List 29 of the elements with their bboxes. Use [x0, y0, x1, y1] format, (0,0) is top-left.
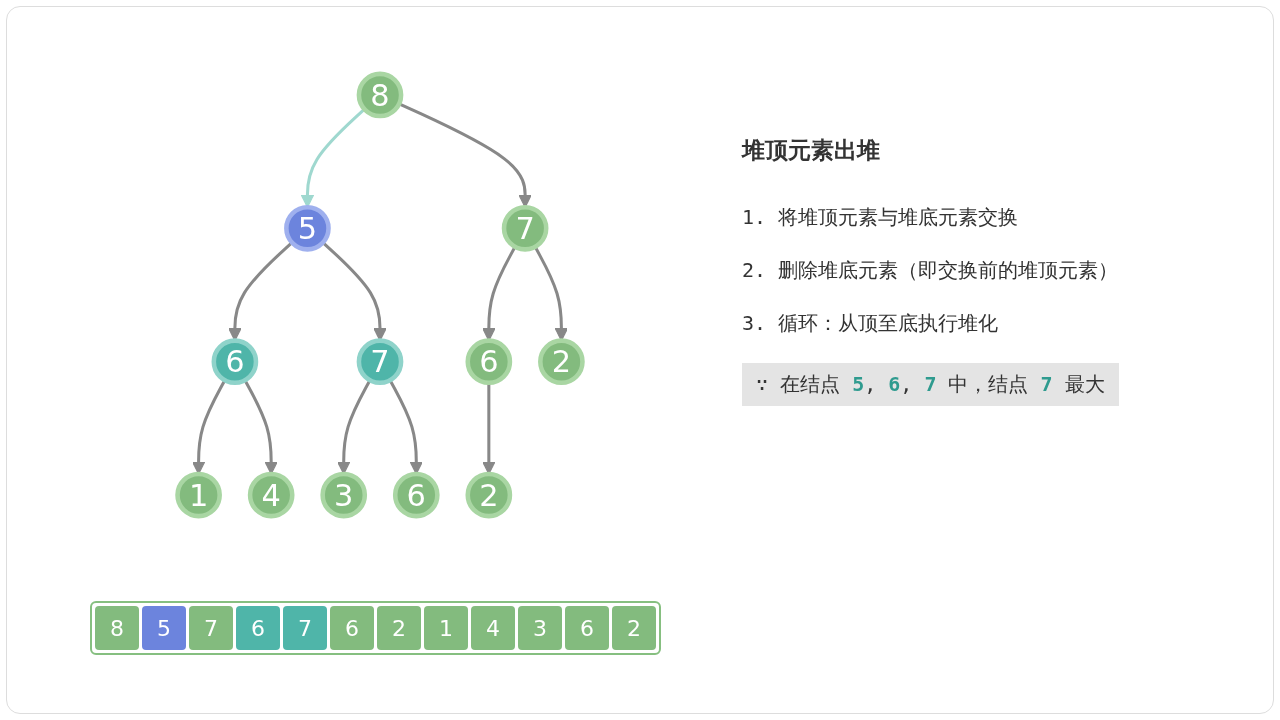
- array-cell: 6: [236, 606, 280, 650]
- array-cell: 3: [518, 606, 562, 650]
- array-cell: 8: [95, 606, 139, 650]
- array-cell: 7: [189, 606, 233, 650]
- node-circle: 2: [538, 338, 585, 386]
- node-circle: 6: [392, 471, 440, 519]
- array-cell: 2: [612, 606, 656, 650]
- node-circle: 5: [284, 204, 331, 252]
- note-text: ∵ 在结点 5, 6, 7 中，结点 7 最大: [742, 363, 1119, 406]
- array-cell: 6: [565, 606, 609, 650]
- step-text: 2. 删除堆底元素（即交换前的堆顶元素）: [742, 257, 1119, 284]
- array-cell: 6: [330, 606, 374, 650]
- node-circle: 7: [501, 204, 549, 252]
- array-cell: 5: [142, 606, 186, 650]
- node-circle: 6: [211, 338, 259, 386]
- node-circle: 3: [320, 471, 368, 519]
- node-circle: 8: [356, 71, 404, 119]
- node-circle: 4: [247, 471, 295, 519]
- array-cell: 2: [377, 606, 421, 650]
- node-circle: 1: [175, 471, 222, 519]
- node-circle: 7: [356, 338, 404, 386]
- array-cell: 1: [424, 606, 468, 650]
- node-circle: 6: [465, 338, 513, 386]
- node-circle: 2: [465, 471, 513, 519]
- heading: 堆顶元素出堆: [742, 136, 881, 165]
- array-cell: 4: [471, 606, 515, 650]
- step-text: 3. 循环：从顶至底执行堆化: [742, 310, 999, 337]
- array-cell: 7: [283, 606, 327, 650]
- step-text: 1. 将堆顶元素与堆底元素交换: [742, 204, 1019, 231]
